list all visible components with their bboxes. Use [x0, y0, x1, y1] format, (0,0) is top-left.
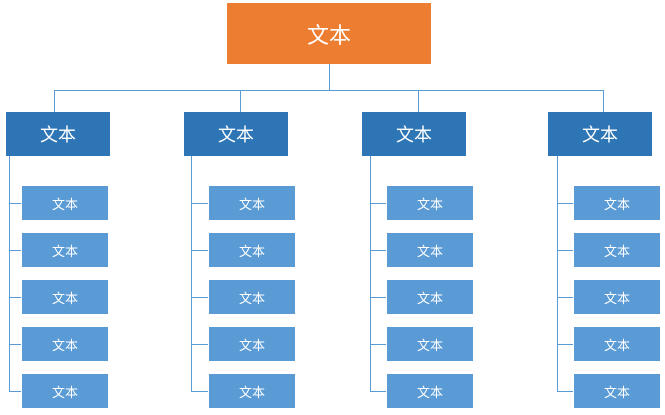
column-4-header: 文本 — [548, 112, 652, 156]
column-1-item-2: 文本 — [21, 232, 109, 268]
column-2-item-5: 文本 — [208, 373, 296, 409]
column-3-item-5: 文本 — [386, 373, 474, 409]
column-1-item-5: 文本 — [21, 373, 109, 409]
root-node: 文本 — [227, 3, 431, 64]
column-2-header: 文本 — [184, 112, 288, 156]
column-1-header: 文本 — [6, 112, 110, 156]
column-3-item-1: 文本 — [386, 185, 474, 221]
column-2-item-3: 文本 — [208, 279, 296, 315]
column-4-item-2: 文本 — [573, 232, 661, 268]
column-4-item-1: 文本 — [573, 185, 661, 221]
column-4-item-4: 文本 — [573, 326, 661, 362]
column-1-item-3: 文本 — [21, 279, 109, 315]
column-2-item-2: 文本 — [208, 232, 296, 268]
column-1-item-4: 文本 — [21, 326, 109, 362]
column-3-header: 文本 — [362, 112, 466, 156]
column-2-item-4: 文本 — [208, 326, 296, 362]
column-4-item-5: 文本 — [573, 373, 661, 409]
column-1-item-1: 文本 — [21, 185, 109, 221]
column-3-item-2: 文本 — [386, 232, 474, 268]
column-3-item-4: 文本 — [386, 326, 474, 362]
column-4-item-3: 文本 — [573, 279, 661, 315]
column-2-item-1: 文本 — [208, 185, 296, 221]
column-3-item-3: 文本 — [386, 279, 474, 315]
